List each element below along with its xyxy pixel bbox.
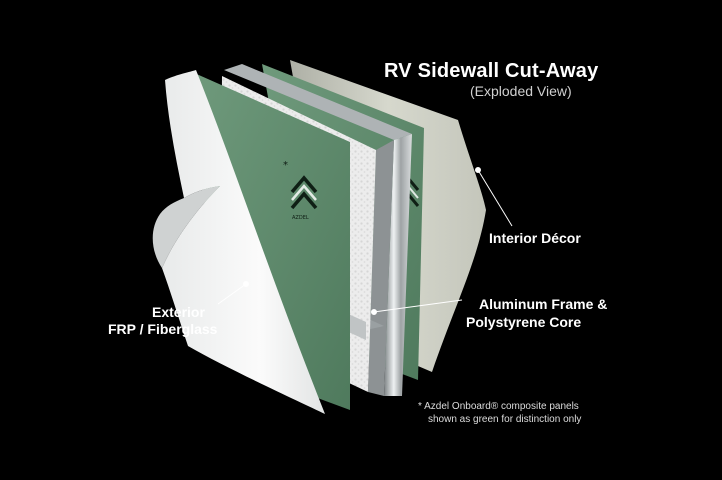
label-aluminum-frame: Aluminum Frame &: [479, 296, 608, 312]
label-polystyrene-core: Polystyrene Core: [466, 314, 582, 330]
peeled-corner: [152, 186, 220, 268]
callout-lines: [217, 167, 513, 315]
svg-text:*: *: [283, 160, 288, 171]
label-exterior: Exterior: [152, 304, 205, 320]
footnote-line-2: shown as green for distinction only: [428, 414, 582, 425]
label-frp-fiberglass: FRP / Fiberglass: [108, 321, 218, 337]
azdel-logo: * AZDEL: [283, 160, 318, 221]
footnote-line-1: * Azdel Onboard® composite panels: [418, 401, 579, 412]
diagram-subtitle: (Exploded View): [470, 83, 572, 99]
diagram-title: RV Sidewall Cut-Away: [384, 60, 599, 82]
exterior-fiberglass-layer: [162, 70, 325, 414]
label-interior-decor: Interior Décor: [489, 230, 581, 246]
svg-text:AZDEL: AZDEL: [292, 215, 309, 221]
